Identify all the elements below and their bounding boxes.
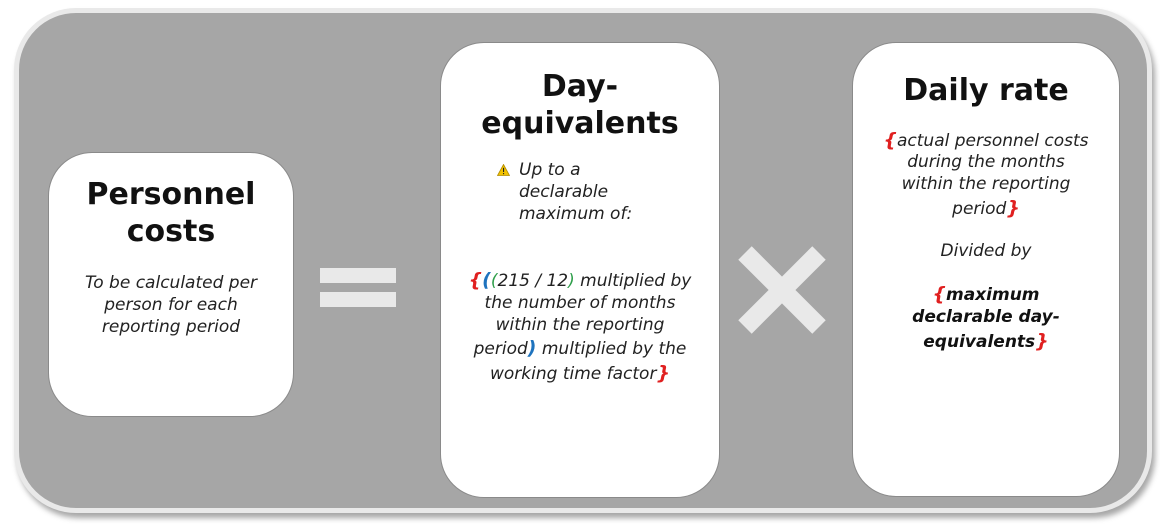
formula-open-outer-paren: ( xyxy=(482,269,491,292)
multiplication-sign-icon xyxy=(738,246,826,334)
daily-rate-card: Daily rate {actual personnel costs durin… xyxy=(852,42,1120,497)
formula-close-inner-paren: ) xyxy=(568,271,575,292)
equals-bar-bottom xyxy=(320,292,396,307)
formula-mid-text: multiplied by the number of months withi… xyxy=(473,271,692,360)
day-equivalents-title: Day-equivalents xyxy=(481,69,679,141)
numerator-close-curly: } xyxy=(1006,196,1020,219)
denominator-open-curly: { xyxy=(932,283,946,306)
personnel-costs-title: Personnel costs xyxy=(86,177,256,249)
formula-close-curly: } xyxy=(656,362,670,385)
numerator-text: actual personnel costs during the months… xyxy=(897,130,1089,219)
warning-triangle-icon xyxy=(497,164,510,177)
warning-text: Up to a declarable maximum of: xyxy=(519,160,633,224)
denominator-text: maximum declarable day-equivalents xyxy=(912,285,1060,352)
daily-rate-numerator: {actual personnel costs during the month… xyxy=(853,128,1119,221)
day-equivalents-formula: {((215 / 12) multiplied by the number of… xyxy=(441,268,719,386)
denominator-close-curly: } xyxy=(1035,329,1049,352)
formula-open-inner-paren: ( xyxy=(490,271,498,292)
warning-row: Up to a declarable maximum of: xyxy=(441,160,719,246)
numerator-open-curly: { xyxy=(883,128,897,151)
daily-rate-divider: Divided by xyxy=(940,240,1032,261)
daily-rate-title: Daily rate xyxy=(903,73,1069,108)
personnel-costs-description: To be calculated per person for each rep… xyxy=(84,273,258,337)
formula-open-curly: { xyxy=(468,269,483,292)
personnel-costs-card: Personnel costs To be calculated per per… xyxy=(48,152,294,417)
day-equivalents-card: Day-equivalents Up to a declarable maxim… xyxy=(440,42,720,498)
formula-close-outer-paren: ) xyxy=(527,337,537,360)
formula-inner-value: 215 / 12 xyxy=(497,271,569,292)
formula-tail-text: multiplied by the working time factor xyxy=(490,339,687,385)
daily-rate-denominator: {maximum declarable day-equivalents} xyxy=(853,282,1119,353)
equals-bar-top xyxy=(320,268,396,283)
